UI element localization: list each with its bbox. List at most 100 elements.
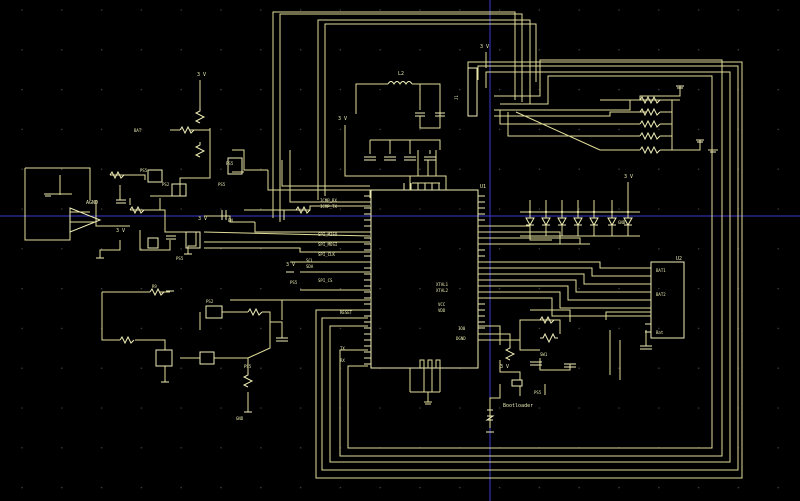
grid-dot <box>419 208 421 210</box>
grid-dot <box>220 367 222 370</box>
grid-dot <box>339 9 342 11</box>
grid-dot <box>777 168 779 170</box>
grid-dot <box>538 486 541 489</box>
ps-label-2: PS2 <box>162 182 170 187</box>
grid-dot <box>220 287 222 290</box>
grid-dot <box>459 248 461 250</box>
grid-dot <box>658 407 660 409</box>
grid-dot <box>100 287 103 290</box>
net-label-reset: RESET <box>340 310 353 315</box>
grid-dot <box>220 447 222 449</box>
grid-dot <box>777 248 779 250</box>
grid-dot <box>180 447 182 449</box>
grid-dot <box>498 9 501 11</box>
grid-dot <box>220 407 222 409</box>
grid-dot <box>578 287 580 290</box>
grid-dot <box>100 367 103 370</box>
net-label-xtal1: XTAL1 <box>436 282 449 287</box>
ps-label-8: PS5 <box>226 161 234 166</box>
wire-bus <box>272 11 743 479</box>
ps-label-5: PS2 <box>206 299 214 304</box>
grid-dot <box>260 486 262 489</box>
grid-dot <box>578 168 580 170</box>
ps-label-9: PS5 <box>534 390 542 395</box>
grid-dot <box>658 168 660 170</box>
grid-dot <box>140 486 143 489</box>
grid-dot <box>180 327 182 330</box>
grid-dot <box>498 248 501 250</box>
net-sda-label: SDA <box>306 264 314 269</box>
grid-dot <box>21 367 23 370</box>
grid-dot <box>260 407 262 409</box>
grid-dot <box>61 128 63 131</box>
grid-dot <box>21 327 23 330</box>
grid-dot <box>100 248 103 250</box>
grid-dot <box>140 367 143 370</box>
grid-dot <box>777 9 779 11</box>
grid-dot <box>618 88 620 91</box>
connector-j1[interactable]: J1 3 V <box>454 44 489 117</box>
grid-dot <box>100 447 103 449</box>
grid-dot <box>21 486 23 489</box>
grid-dot <box>140 327 143 330</box>
grid-dot <box>459 49 461 51</box>
led-diode <box>573 200 583 236</box>
grid-dot <box>658 49 660 51</box>
grid-dot <box>697 168 700 170</box>
grid-dot <box>737 486 740 489</box>
resistor-array-upper <box>499 85 718 155</box>
led-diode <box>541 200 551 236</box>
led-diode <box>607 200 617 236</box>
grid-dot <box>100 168 103 170</box>
grid-dot <box>498 486 501 489</box>
grid-dot <box>140 287 143 290</box>
traces-u1-u2 <box>478 225 651 380</box>
grid-dot <box>538 168 541 170</box>
net-label-tx: TX <box>340 346 345 351</box>
grid-dot <box>618 168 620 170</box>
supply-3v-label-e: 3 V <box>197 72 206 78</box>
ps-label-3: PS5 <box>218 182 226 187</box>
grid-dot <box>419 486 421 489</box>
net-en-label: EN <box>228 218 233 223</box>
net-label-xtal2: XTAL2 <box>436 288 449 293</box>
r9-label: R9 <box>152 284 157 289</box>
grid-dot <box>379 208 382 210</box>
grid-dot <box>339 168 342 170</box>
grid-dot <box>260 327 262 330</box>
led-diode <box>557 200 567 236</box>
grid-dot <box>658 327 660 330</box>
grid-dot <box>578 486 580 489</box>
supply-3v-label-d: 3 V <box>500 364 509 370</box>
grid-dot <box>618 208 620 210</box>
grid-dot <box>419 407 421 409</box>
grid-dot <box>658 9 660 11</box>
grid-dot <box>180 367 182 370</box>
grid-dot <box>21 128 23 131</box>
grid-dot <box>618 9 620 11</box>
grid-dot <box>61 407 63 409</box>
grid-dot <box>61 367 63 370</box>
grid-dot <box>618 367 620 370</box>
grid-dot <box>777 407 779 409</box>
grid-dot <box>379 9 382 11</box>
grid-dot <box>777 486 779 489</box>
grid-dot <box>697 327 700 330</box>
net-label-spi-clk: SPI_CLK <box>318 252 335 257</box>
grid-dots <box>21 9 779 489</box>
grid-dot <box>299 208 302 210</box>
grid-dot <box>379 49 382 51</box>
grid-dot <box>100 407 103 409</box>
net-label-icmp-rx: ICMP_RX <box>320 198 337 203</box>
grid-dot <box>777 208 779 210</box>
supply-3v-label-f: 3 V <box>116 228 125 234</box>
grid-dot <box>260 9 262 11</box>
grid-dot <box>260 49 262 51</box>
grid-dot <box>697 9 700 11</box>
grid-dot <box>140 447 143 449</box>
grid-dot <box>578 9 580 11</box>
grid-dot <box>538 208 541 210</box>
grid-dot <box>697 486 700 489</box>
led-diode <box>623 200 633 236</box>
